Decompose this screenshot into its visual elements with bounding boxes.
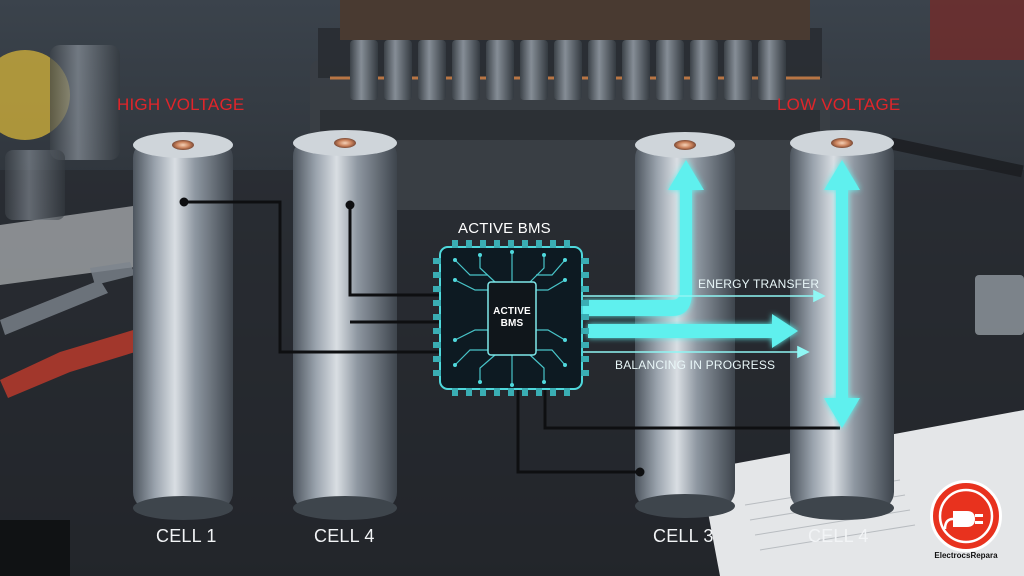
cell-1-label: CELL 1 [156, 526, 217, 546]
energy-transfer-label: ENERGY TRANSFER [698, 277, 820, 291]
wire-cell-3 [516, 385, 640, 474]
chip-label: ACTIVE BMS [488, 306, 536, 330]
cable-right [890, 137, 1024, 178]
chip-label-line-1: ACTIVE [493, 306, 531, 317]
high-voltage-label: HIGH VOLTAGE [117, 95, 245, 114]
wire-cell-1 [184, 200, 445, 354]
cell-3-label: CELL 3 [653, 526, 714, 546]
background-cylinder-left-2 [5, 150, 65, 220]
cell-4-right-label: CELL 4 [808, 526, 869, 546]
brand-logo-text: ElectrocsRepara [934, 551, 998, 560]
cell-1 [133, 132, 233, 520]
device-right [975, 275, 1024, 335]
wire-cell-4-right [543, 385, 840, 430]
wire-cell-4-a [348, 205, 445, 297]
chip-label-line-2: BMS [500, 318, 524, 329]
battery-pack-background [310, 0, 830, 210]
cell-4-left [293, 130, 397, 520]
balancing-label: BALANCING IN PROGRESS [615, 358, 776, 372]
thin-flow-lines [582, 289, 826, 359]
cable-bottom-left [0, 520, 70, 576]
red-object-top-right [930, 0, 1024, 60]
arrow-to-cell-3 [582, 160, 704, 316]
arrow-horizontal [588, 314, 798, 348]
low-voltage-label: LOW VOLTAGE [777, 95, 901, 114]
brand-logo [930, 480, 1002, 552]
cell-4-left-label: CELL 4 [314, 526, 375, 546]
wires [179, 197, 840, 477]
bms-title-label: ACTIVE BMS [458, 220, 551, 237]
bms-chip [433, 240, 589, 396]
energy-arrows [582, 160, 860, 428]
arrow-double-cell-4 [824, 160, 860, 428]
screwdriver-tool [0, 325, 158, 398]
background-cylinder-left [50, 45, 120, 160]
plug-icon [938, 488, 994, 544]
wrench-tool [0, 262, 135, 335]
